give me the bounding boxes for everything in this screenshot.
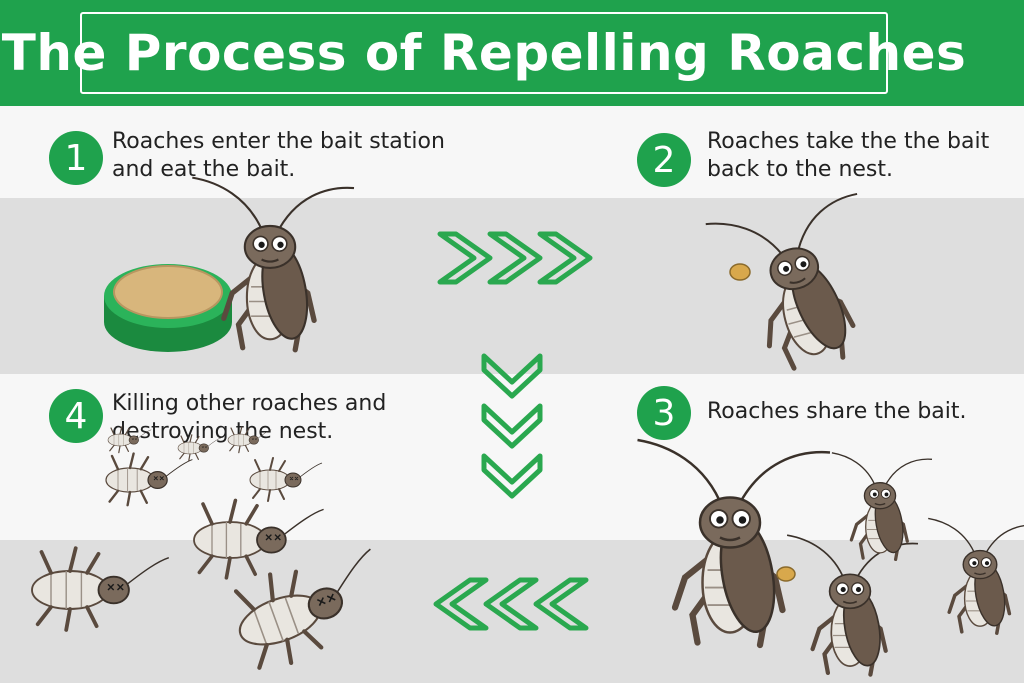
- step-1-line-1: Roaches enter the bait station: [112, 129, 445, 154]
- step-3-text: Roaches share the bait.: [707, 398, 967, 426]
- roach-icon: [638, 440, 831, 645]
- step-1-line-2: and eat the bait.: [112, 157, 296, 182]
- dead-roach-icon: [249, 457, 323, 502]
- chevrons-left-icon: [433, 577, 589, 631]
- dead-roach-icon: [30, 546, 171, 632]
- step-1-number: 1: [49, 131, 103, 185]
- bait-station-icon: [104, 264, 232, 352]
- roach-icon: [926, 516, 1024, 635]
- band-middle: [0, 374, 1024, 540]
- step-4-line-1: Killing other roaches and: [112, 391, 387, 416]
- step-3-line-1: Roaches share the bait.: [707, 399, 967, 424]
- dead-roach-icon: [177, 434, 222, 462]
- step-4-text: Killing other roaches and destroying the…: [112, 390, 386, 446]
- chevrons-right-icon: [437, 231, 593, 285]
- page-title: The Process of Repelling Roaches: [1, 24, 967, 82]
- step-1-text: Roaches enter the bait station and eat t…: [112, 128, 445, 184]
- step-2-line-1: Roaches take the the bait: [707, 129, 990, 154]
- bait-crumb-icon: [776, 566, 796, 582]
- dead-roach-icon: [225, 539, 398, 676]
- step-4-number: 4: [49, 389, 103, 443]
- dead-roach-icon: [107, 426, 152, 454]
- step-3-number: 3: [637, 386, 691, 440]
- bait-crumb-icon: [729, 263, 751, 281]
- step-2-line-2: back to the nest.: [707, 157, 894, 182]
- dead-roach-icon: [104, 452, 194, 507]
- step-4-line-2: destroying the nest.: [112, 419, 334, 444]
- dead-roach-icon: [227, 426, 272, 454]
- dead-roach-icon: [192, 498, 326, 580]
- step-2-number: 2: [637, 133, 691, 187]
- roach-icon: [706, 184, 897, 382]
- roach-icon: [787, 535, 918, 674]
- header-bar: The Process of Repelling Roaches: [0, 0, 1024, 106]
- chevrons-down-icon: [481, 353, 543, 499]
- band-top: [0, 106, 1024, 198]
- title-frame: The Process of Repelling Roaches: [2, 12, 966, 94]
- step-2-text: Roaches take the the bait back to the ne…: [707, 128, 989, 184]
